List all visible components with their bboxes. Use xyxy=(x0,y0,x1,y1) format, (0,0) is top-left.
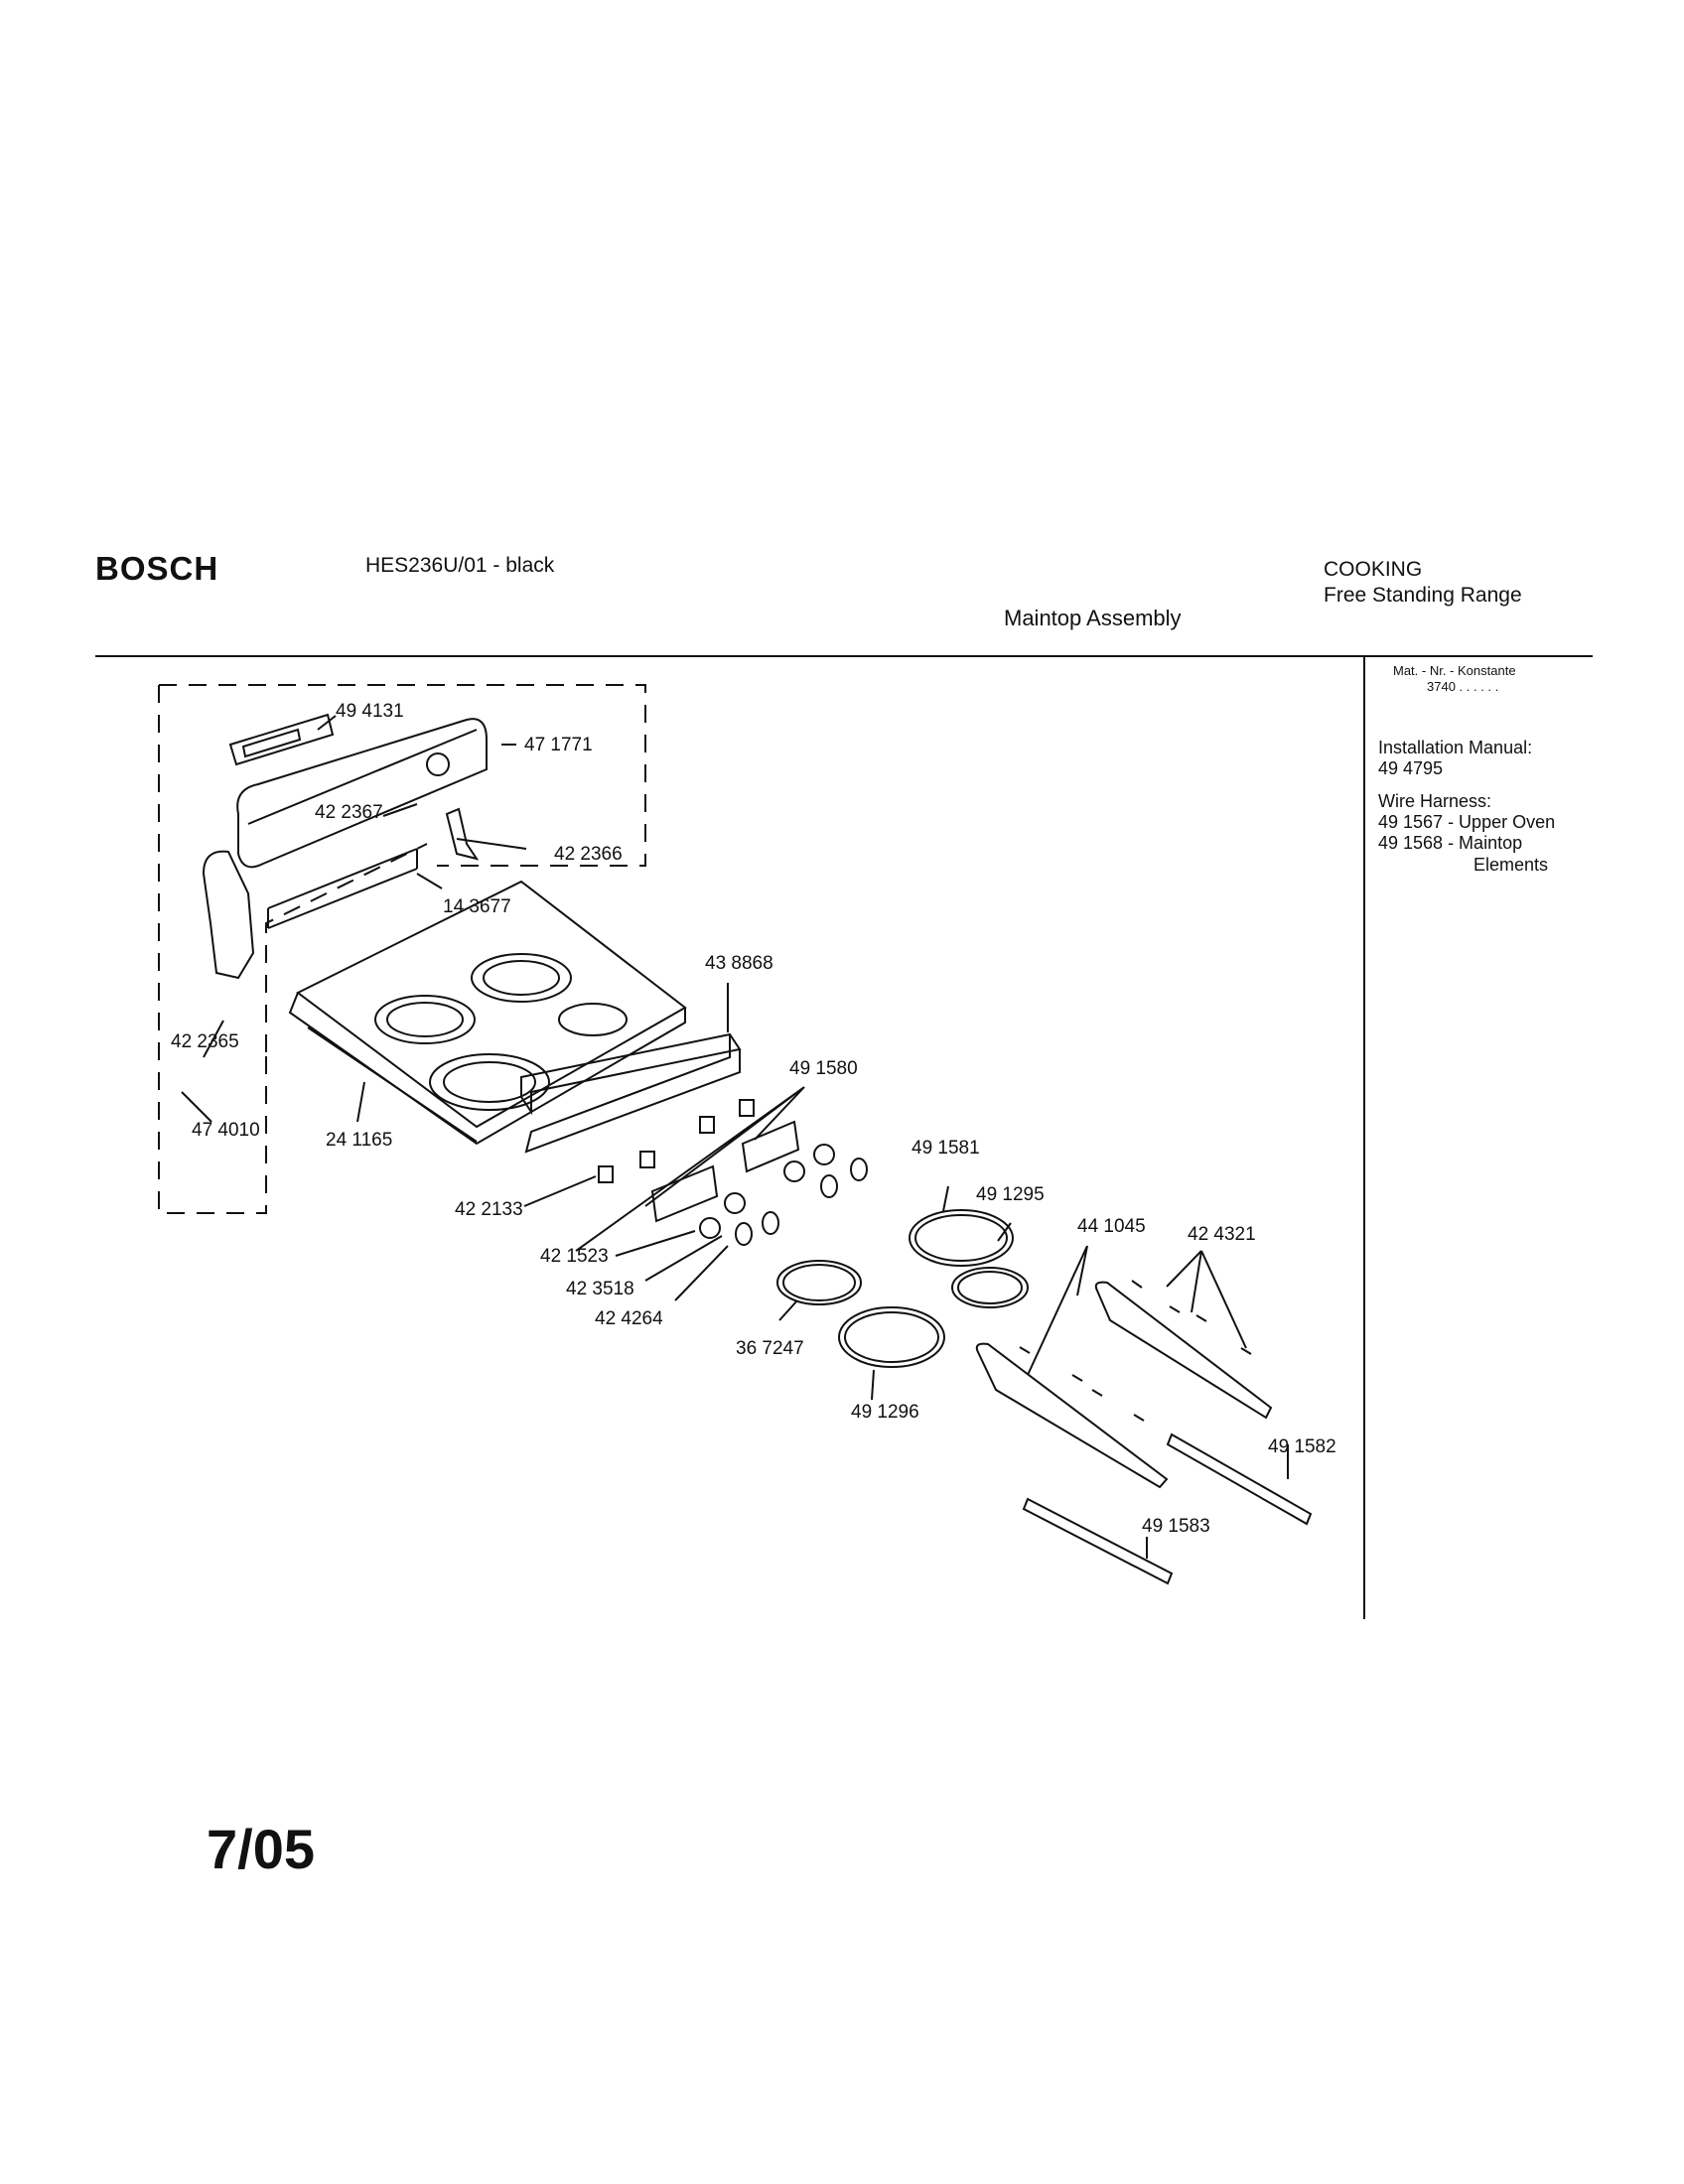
rail-491583 xyxy=(1022,1497,1174,1585)
installation-manual-label: Installation Manual: xyxy=(1378,738,1533,757)
mounting-strip xyxy=(267,848,418,929)
brand-logo: BOSCH xyxy=(95,550,219,587)
backguard-panel xyxy=(236,718,488,869)
part-label: 47 4010 xyxy=(192,1120,260,1141)
sidebar-divider xyxy=(1363,656,1365,1619)
diagram-title: Maintop Assembly xyxy=(1004,606,1182,630)
revision-date: 7/05 xyxy=(207,1818,315,1880)
control-rail xyxy=(520,1032,742,1154)
mat-nr-label: Mat. - Nr. - Konstante xyxy=(1393,663,1516,678)
cooktop-glass xyxy=(296,880,687,1129)
end-cap-left xyxy=(202,850,255,980)
part-label: 42 4264 xyxy=(595,1308,663,1329)
model-number: HES236U/01 - black xyxy=(365,554,555,577)
part-label: 42 2367 xyxy=(315,802,383,823)
wire-harness-maintop: 49 1568 - Maintop xyxy=(1378,833,1523,853)
category: COOKING xyxy=(1324,558,1423,581)
element-491581 xyxy=(909,1209,1014,1267)
part-label: 49 4131 xyxy=(336,701,404,722)
part-label: 24 1165 xyxy=(326,1130,393,1151)
wire-harness-label: Wire Harness: xyxy=(1378,791,1492,811)
part-label: 42 1523 xyxy=(540,1246,609,1267)
part-label: 14 3677 xyxy=(443,896,511,917)
element-491296 xyxy=(838,1306,945,1368)
backguard-group-box xyxy=(158,684,646,1214)
part-label: 43 8868 xyxy=(705,953,773,974)
part-label: 42 2133 xyxy=(455,1199,523,1220)
rail-491582 xyxy=(1166,1433,1313,1526)
part-label: 42 2365 xyxy=(171,1031,239,1052)
part-label: 42 4321 xyxy=(1188,1224,1256,1245)
side-trim-right xyxy=(1094,1281,1273,1420)
part-label: 36 7247 xyxy=(736,1338,804,1359)
mat-nr-value: 3740 . . . . . . xyxy=(1427,679,1499,694)
element-491295 xyxy=(951,1267,1029,1308)
part-label: 42 3518 xyxy=(566,1279,634,1299)
display-board xyxy=(228,713,335,766)
side-trim-left xyxy=(975,1342,1169,1489)
part-label: 44 1045 xyxy=(1077,1216,1146,1237)
wire-harness-upper-oven: 49 1567 - Upper Oven xyxy=(1378,812,1556,832)
header-divider xyxy=(95,655,1593,657)
part-label: 42 2366 xyxy=(554,844,623,865)
part-label: 49 1580 xyxy=(789,1058,858,1079)
part-label: 49 1582 xyxy=(1268,1436,1336,1457)
wire-harness-elements: Elements xyxy=(1474,855,1549,875)
part-label: 47 1771 xyxy=(524,735,593,755)
part-label: 49 1581 xyxy=(912,1138,980,1159)
subcategory: Free Standing Range xyxy=(1324,584,1522,607)
element-367247 xyxy=(776,1260,862,1305)
part-label: 49 1296 xyxy=(851,1402,919,1423)
control-knob-icon xyxy=(426,752,450,776)
end-cap-right xyxy=(445,807,480,861)
part-label: 49 1583 xyxy=(1142,1516,1210,1537)
part-label: 49 1295 xyxy=(976,1184,1045,1205)
installation-manual-number: 49 4795 xyxy=(1378,758,1444,778)
